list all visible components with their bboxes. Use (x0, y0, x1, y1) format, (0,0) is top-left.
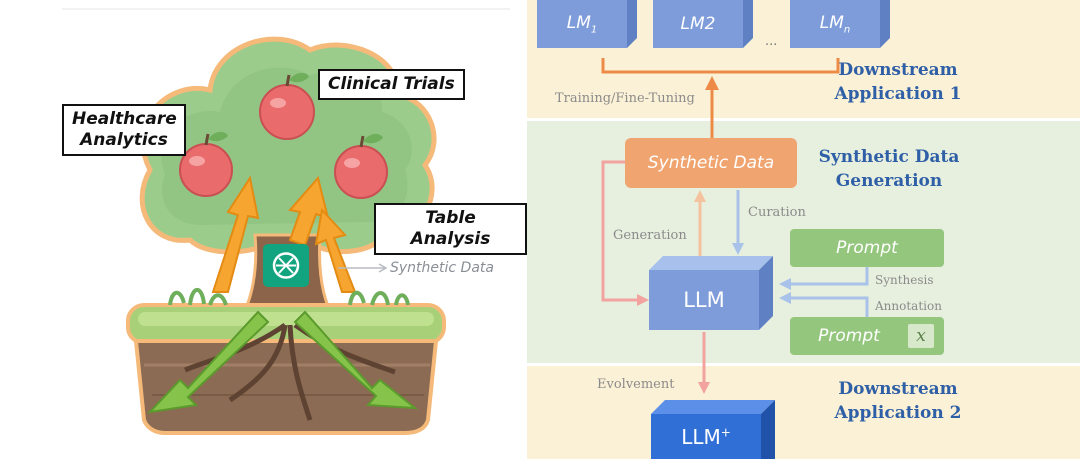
prompt-box-label: Prompt (790, 229, 944, 267)
lm-box-2 (653, 0, 753, 48)
lm-1-label: LM1 (537, 0, 627, 48)
generation-label: Generation (613, 228, 687, 243)
lm-box-n (790, 0, 890, 48)
synthetic-data-label: Synthetic Data (390, 260, 494, 276)
tree-illustration-panel: Clinical Trials Healthcare Analytics Tab… (0, 0, 527, 459)
tree-roots (184, 322, 396, 421)
up-arrow-icon (314, 207, 357, 293)
down-arrow-icon (293, 310, 419, 410)
apple-icon (259, 72, 315, 140)
lm-n-label: LMn (790, 0, 880, 48)
up-arrow-icon (211, 175, 260, 293)
lm-2-label: LM2 (653, 0, 743, 48)
down-arrow-icon (147, 310, 270, 414)
grass-tufts (168, 287, 410, 306)
synthetic-data-box-label: Synthetic Data (625, 138, 797, 188)
synthesis-label: Synthesis (875, 273, 934, 287)
lm-ellipsis: ... (765, 34, 778, 49)
llm-box-label: LLM (649, 270, 759, 330)
lm-n-text: LM (819, 12, 844, 33)
llm-plus-box (651, 400, 775, 459)
llm-plus-superscript: + (720, 424, 731, 439)
synthetic-data-box (625, 138, 797, 188)
llm-plus-box-label: LLM+ (651, 414, 761, 459)
annotation-arrow (789, 296, 869, 317)
llm-box-text: LLM (683, 288, 725, 312)
lm-bracket (601, 58, 840, 74)
downstream-application-1-title: Downstream Application 1 (834, 60, 962, 104)
healthcare-analytics-callout: Healthcare Analytics (62, 104, 186, 156)
apple-icon (179, 131, 233, 197)
synthesis-arrow (789, 267, 869, 286)
prompt-x-box-label: Prompt (790, 317, 908, 355)
up-arrow-icon (288, 175, 330, 247)
clinical-trials-callout: Clinical Trials (318, 69, 465, 100)
lm-box-1 (537, 0, 637, 48)
generation-loop (601, 160, 639, 302)
synthetic-data-box-text: Synthetic Data (647, 153, 775, 173)
prompt-box (790, 229, 944, 267)
lm-2-text: LM2 (680, 14, 716, 34)
table-analysis-callout: Table Analysis (374, 203, 527, 255)
prompt-box-text: Prompt (836, 238, 898, 258)
lm-1-subscript: 1 (590, 24, 598, 36)
synthetic-data-generation-title: Synthetic Data Generation (818, 147, 960, 191)
curation-label: Curation (748, 205, 806, 220)
downstream-application-2-title: Downstream Application 2 (834, 379, 962, 423)
prompt-x-box (790, 317, 944, 355)
pipeline-connectors (537, 0, 944, 459)
annotation-label: Annotation (875, 299, 942, 313)
llm-box (649, 256, 773, 330)
lm-1-text: LM (566, 12, 591, 33)
x-symbol: x (916, 326, 926, 346)
prompt-x-box-text: Prompt (818, 326, 880, 346)
pipeline-diagram-panel: LM1 LM2 LMn ... Training/Fine-Tuning Dow… (527, 0, 1080, 459)
openai-logo-icon (263, 244, 309, 287)
downstream-band-2 (527, 366, 1080, 459)
evolvement-label: Evolvement (597, 377, 675, 392)
apple-icon (334, 133, 388, 199)
llm-plus-text: LLM (681, 424, 721, 449)
tree-illustration (62, 8, 510, 435)
training-fine-tuning-label: Training/Fine-Tuning (555, 91, 695, 106)
lm-n-subscript: n (843, 24, 851, 36)
